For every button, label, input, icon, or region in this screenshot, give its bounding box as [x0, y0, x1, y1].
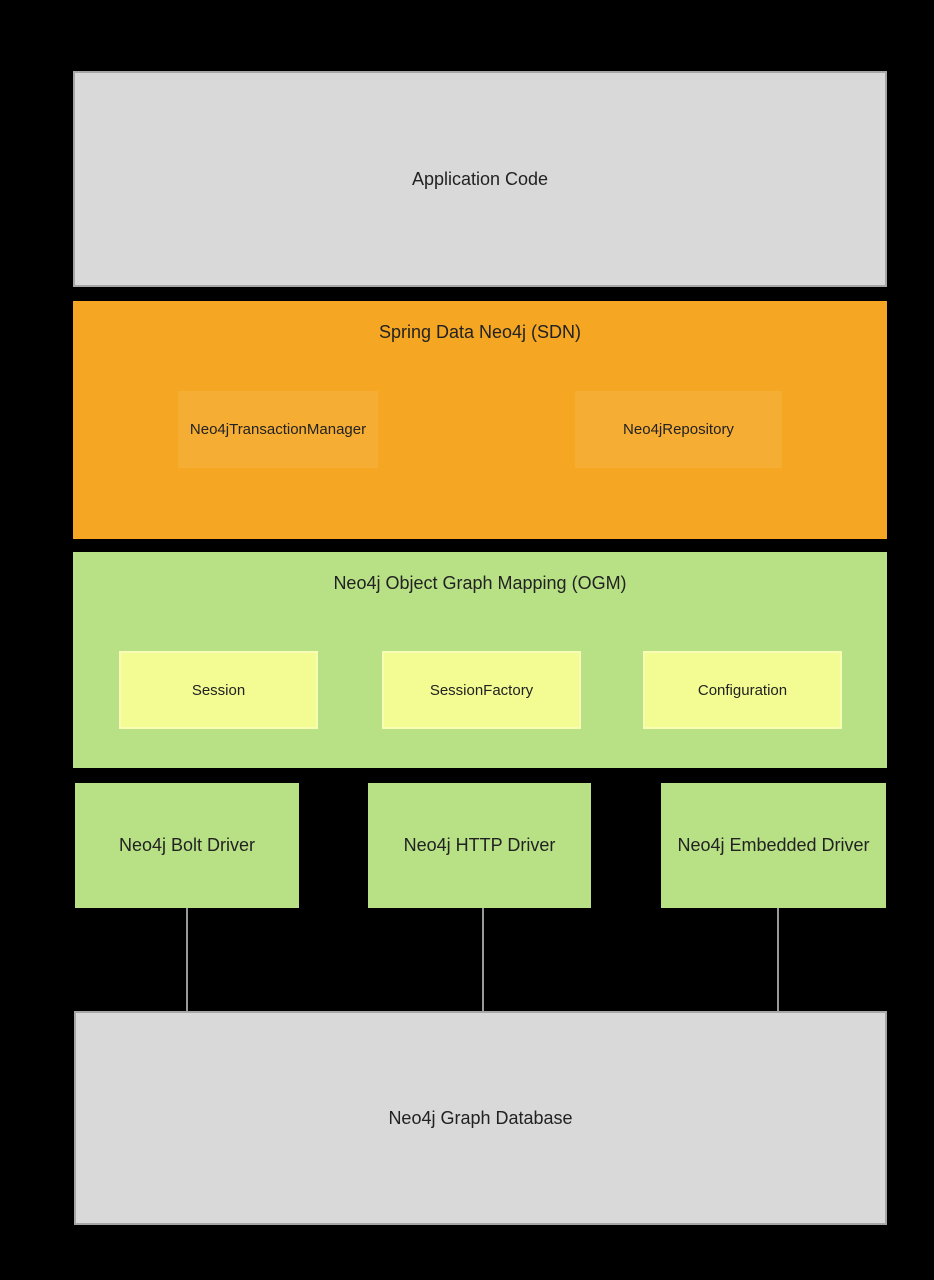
configuration-box: Configuration	[643, 651, 842, 729]
embedded-driver-label: Neo4j Embedded Driver	[677, 835, 870, 855]
embedded-connector-line	[777, 908, 779, 1011]
database-box: Neo4j Graph Database	[74, 1011, 887, 1225]
sdn-title: Spring Data Neo4j (SDN)	[378, 322, 582, 342]
http-driver-label: Neo4j HTTP Driver	[403, 835, 556, 855]
bolt-driver-box: Neo4j Bolt Driver	[75, 783, 299, 908]
configuration-label: Configuration	[697, 681, 788, 699]
session-factory-box: SessionFactory	[382, 651, 581, 729]
bolt-connector-line	[186, 908, 188, 1011]
session-factory-label: SessionFactory	[429, 681, 534, 699]
ogm-title: Neo4j Object Graph Mapping (OGM)	[333, 573, 627, 593]
transaction-manager-box: Neo4jTransactionManager	[178, 391, 378, 468]
repository-box: Neo4jRepository	[575, 391, 782, 468]
session-label: Session	[191, 681, 246, 699]
transaction-manager-label: Neo4jTransactionManager	[189, 421, 367, 438]
database-label: Neo4j Graph Database	[388, 1107, 573, 1128]
application-code-label: Application Code	[411, 168, 549, 189]
http-driver-box: Neo4j HTTP Driver	[368, 783, 591, 908]
http-connector-line	[482, 908, 484, 1011]
repository-label: Neo4jRepository	[623, 421, 734, 438]
session-box: Session	[119, 651, 318, 729]
embedded-driver-box: Neo4j Embedded Driver	[661, 783, 886, 908]
bolt-driver-label: Neo4j Bolt Driver	[118, 835, 256, 855]
application-code-box: Application Code	[73, 71, 887, 287]
